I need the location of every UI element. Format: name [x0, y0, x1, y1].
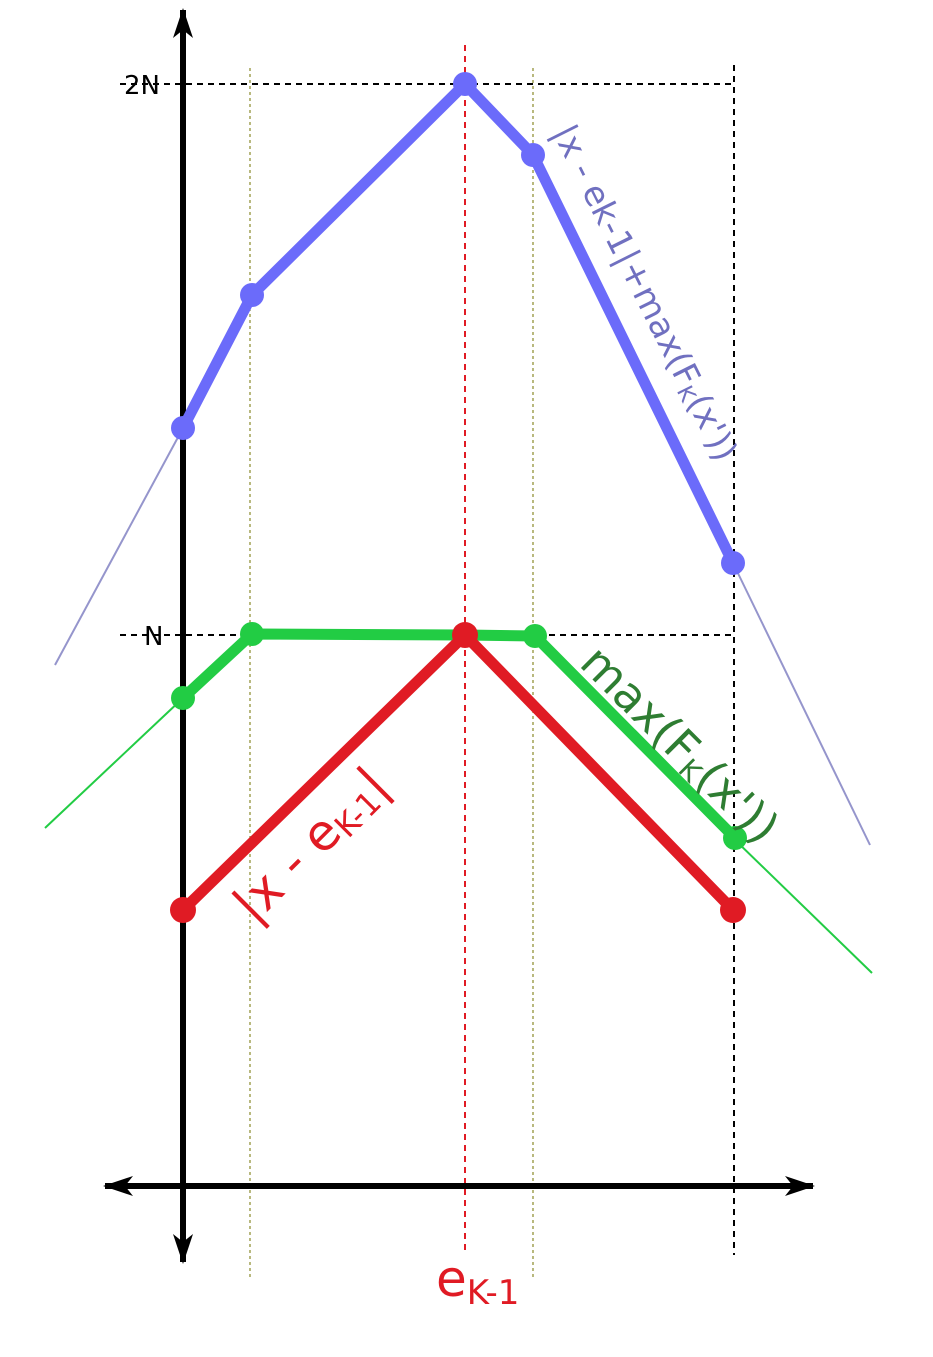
green-vertex	[171, 686, 195, 710]
blue-curve-label: |x - ek-1|+max(FK(x'))	[543, 118, 745, 468]
green-vertex	[723, 826, 747, 850]
blue-vertex	[240, 283, 264, 307]
red-vertex	[720, 897, 746, 923]
blue-vertex	[721, 551, 745, 575]
red-vertex	[170, 897, 196, 923]
y-tick-2n: 2N	[124, 71, 160, 101]
blue-curve-label-tail: (x'))	[678, 388, 745, 468]
blue-vertex	[171, 416, 195, 440]
green-extension-left	[44, 697, 184, 829]
blue-vertices	[171, 72, 745, 575]
blue-extension-right	[732, 562, 871, 846]
red-vertex	[452, 622, 478, 648]
green-vertex	[240, 622, 264, 646]
x-tick-e: eK-1	[436, 1250, 519, 1313]
blue-vertex	[521, 143, 545, 167]
green-vertex	[523, 624, 547, 648]
blue-vertex	[453, 72, 477, 96]
x-tick-e-sub: K-1	[467, 1273, 520, 1313]
green-curve-label: max(FK(x'))	[570, 635, 790, 855]
red-vertices	[170, 622, 746, 923]
x-tick-e-main: e	[436, 1250, 467, 1308]
blue-extension-left	[54, 427, 184, 666]
y-tick-n: N	[144, 622, 163, 652]
green-vertices	[171, 622, 747, 850]
green-curve-label-text: max(F	[570, 635, 710, 775]
green-extension-right	[732, 837, 873, 974]
